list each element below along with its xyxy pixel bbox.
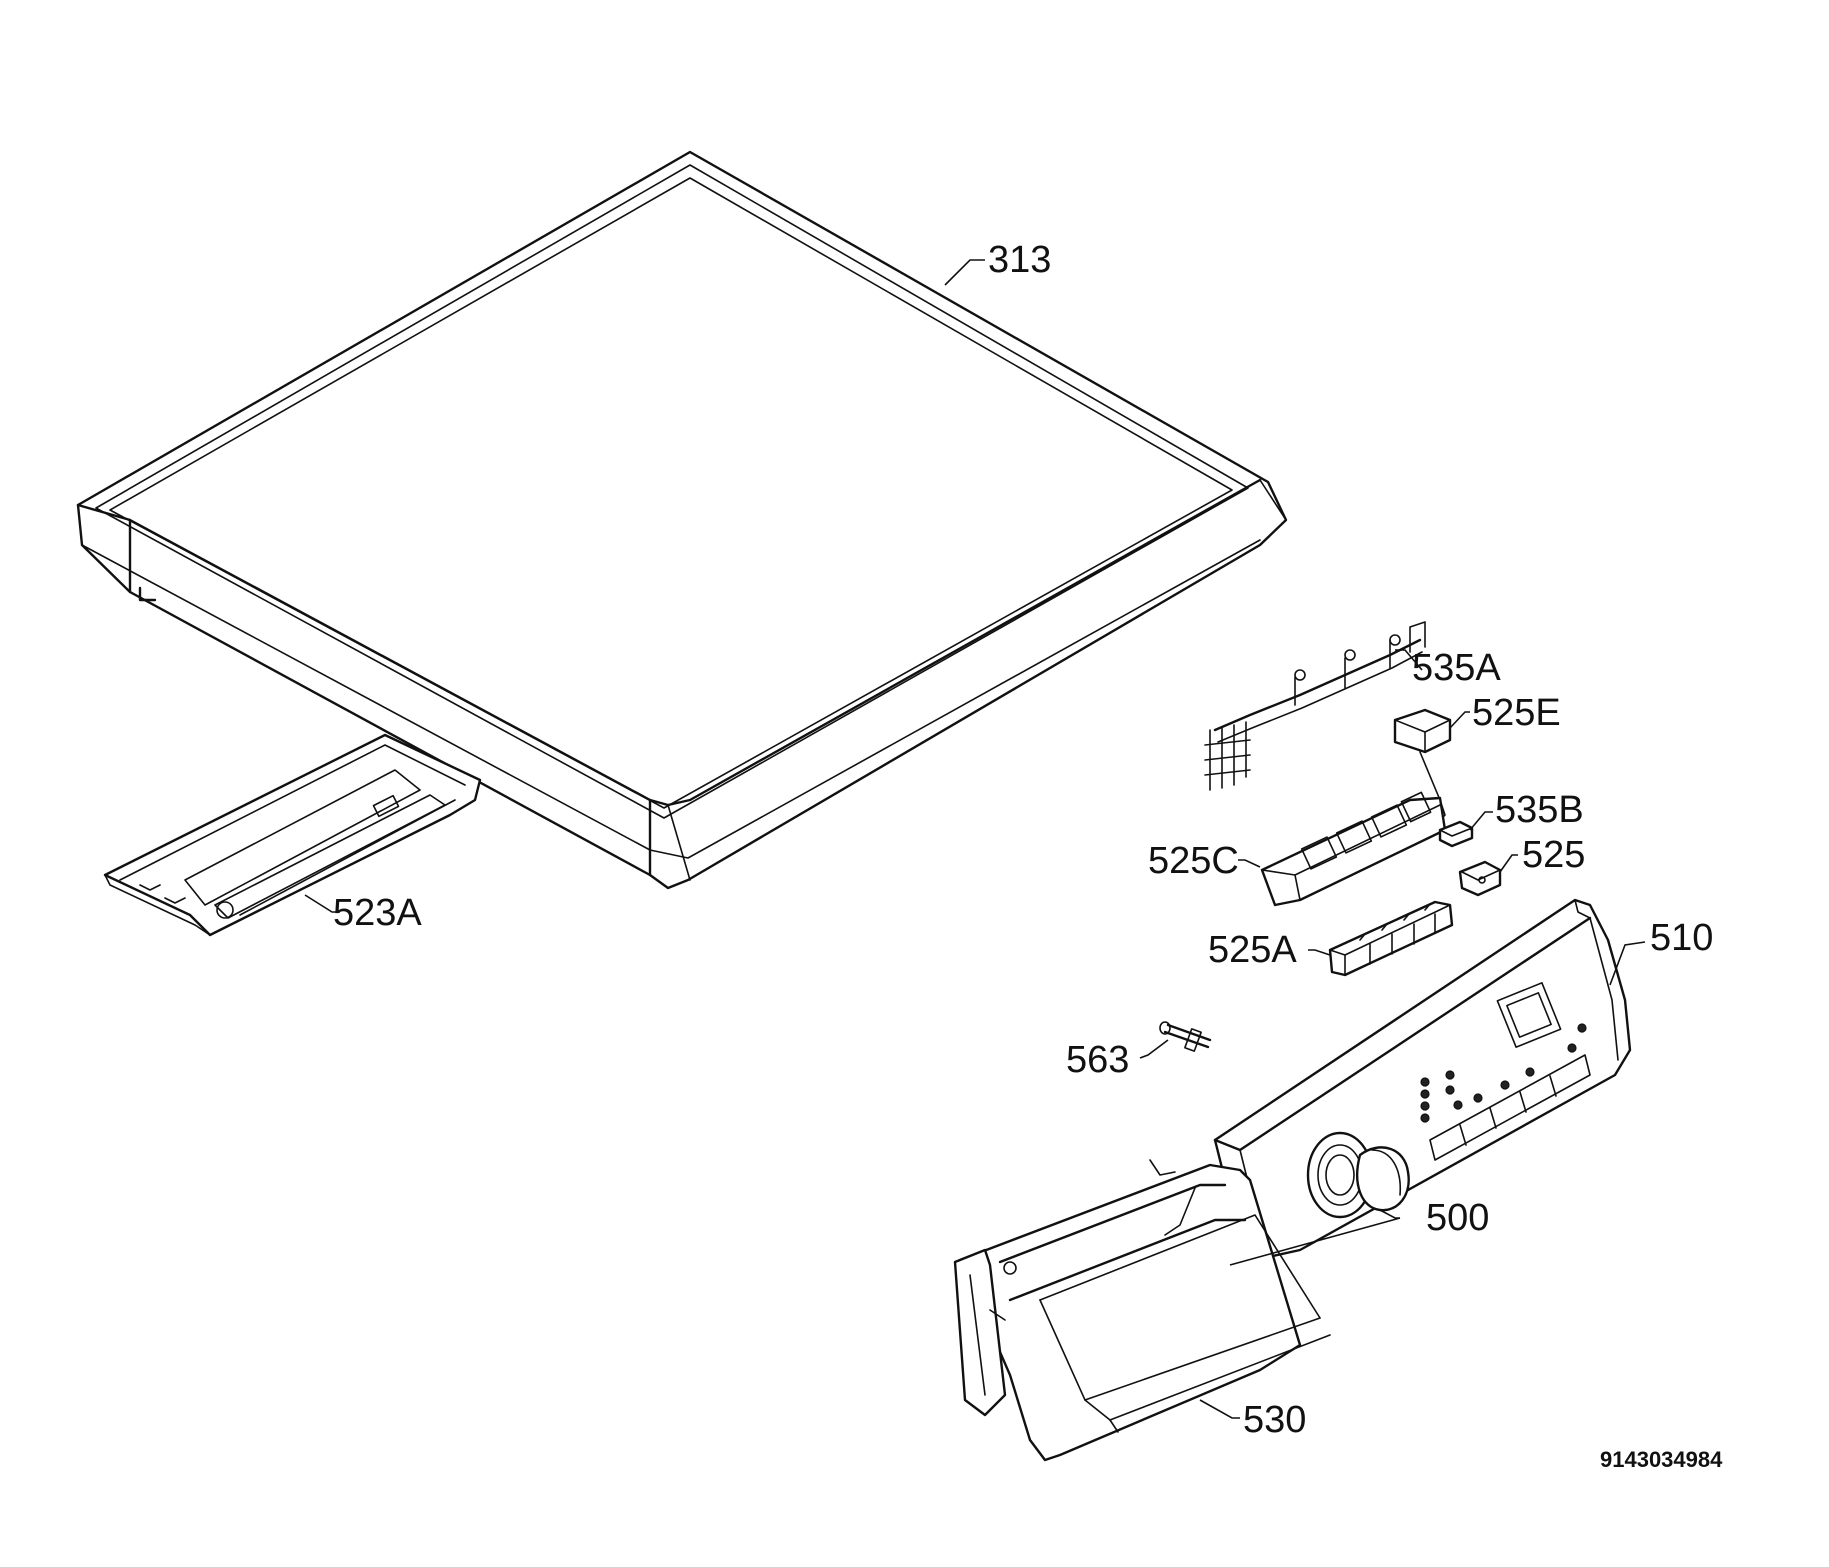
leader-525E — [1449, 711, 1470, 729]
leader-510 — [1609, 941, 1646, 986]
label-530: 530 — [1243, 1399, 1306, 1441]
part-500-knob — [1306, 1131, 1410, 1219]
leader-500b — [1229, 1217, 1401, 1266]
label-500: 500 — [1426, 1197, 1489, 1239]
part-525A-button-block — [1328, 900, 1454, 977]
part-313-top-cover — [76, 150, 1288, 890]
part-530-housing-lip — [998, 1159, 1227, 1275]
label-535A: 535A — [1412, 647, 1501, 689]
leader-523A — [304, 894, 340, 913]
part-525E-connector — [1393, 708, 1452, 831]
part-535A-harness — [1204, 621, 1426, 791]
label-313: 313 — [988, 239, 1051, 281]
leader-535A — [1395, 649, 1423, 671]
part-523A-bracket — [103, 733, 482, 937]
part-535B-clip — [1438, 820, 1474, 848]
label-525E: 525E — [1472, 692, 1561, 734]
label-535B: 535B — [1495, 789, 1584, 831]
leader-525A — [1308, 949, 1331, 956]
leader-530 — [1199, 1399, 1240, 1419]
part-525-button — [1458, 860, 1502, 897]
leader-313 — [944, 259, 985, 286]
leader-525 — [1499, 854, 1518, 873]
label-563: 563 — [1066, 1039, 1129, 1081]
label-525A: 525A — [1208, 929, 1297, 971]
leader-lines — [304, 259, 1646, 1419]
document-number: 9143034984 — [1600, 1447, 1723, 1472]
label-525: 525 — [1522, 834, 1585, 876]
leader-525C — [1238, 859, 1261, 868]
leader-535B — [1469, 811, 1493, 831]
label-510: 510 — [1650, 917, 1713, 959]
part-530-drawer — [953, 1163, 1331, 1462]
part-525C-control-board — [1260, 791, 1447, 907]
leader-500 — [1379, 1209, 1400, 1219]
part-labels: 313 535A 525E 535B 525C 525 523A 510 525… — [333, 239, 1723, 1472]
label-523A: 523A — [333, 892, 422, 934]
part-563-pin — [1159, 1021, 1212, 1052]
leader-563 — [1139, 1039, 1169, 1059]
label-525C: 525C — [1148, 840, 1239, 882]
